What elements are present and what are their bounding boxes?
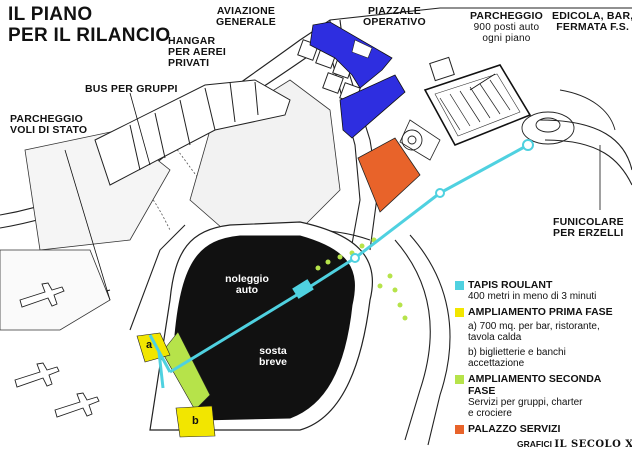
palazzo-servizi	[357, 137, 421, 213]
title-line-2: PER IL RILANCIO	[8, 25, 171, 46]
legend-swatch-seconda-fase	[455, 374, 464, 384]
legend-swatch-tapis	[455, 281, 464, 290]
leader-lines	[64, 73, 601, 301]
legend-item-seconda-fase: AMPLIAMENTO SECONDA FASE Servizi per gru…	[455, 373, 630, 420]
blue-zone-bottom	[339, 74, 406, 139]
parcheggio-structure	[399, 56, 532, 161]
green-expansion-zone	[161, 331, 211, 411]
legend-item-b: b) biglietterie e banchi accettazione	[468, 346, 566, 370]
blue-zone-top	[309, 21, 393, 89]
edicola-area	[521, 89, 616, 145]
legend-item-tapis: TAPIS ROULANT 400 metri in meno di 3 min…	[455, 279, 630, 303]
legend: TAPIS ROULANT 400 metri in meno di 3 min…	[455, 279, 630, 438]
legend-item-prima-fase: AMPLIAMENTO PRIMA FASE	[455, 306, 630, 318]
aircraft-icons	[14, 282, 100, 418]
piazzale-operativo-area	[309, 21, 406, 139]
label-parcheggio: PARCHEGGIO 900 posti auto ogni piano	[470, 10, 543, 45]
terminal-complex	[149, 221, 374, 431]
legend-item-a: a) 700 mq. per bar, ristorante, tavola c…	[468, 320, 600, 344]
legend-swatch-prima-fase	[455, 307, 464, 317]
aviazione-buildings	[297, 39, 361, 104]
map-title: IL PIANO PER IL RILANCIO	[8, 4, 171, 46]
label-bus-per-gruppi: BUS PER GRUPPI	[85, 83, 178, 95]
credit: GRAFICI IL SECOLO XIX	[517, 439, 632, 450]
label-edicola: EDICOLA, BAR,FERMATA F.S.	[552, 10, 632, 33]
tag-a: a	[146, 339, 153, 351]
tag-b: b	[192, 415, 199, 427]
tapis-roulant	[148, 139, 534, 389]
roundabout	[401, 129, 423, 151]
legend-item-palazzo-servizi: PALAZZO SERVIZI	[455, 423, 630, 435]
legend-swatch-palazzo-servizi	[455, 424, 464, 434]
title-line-1: IL PIANO	[8, 4, 93, 25]
hangar-buildings	[94, 79, 291, 186]
